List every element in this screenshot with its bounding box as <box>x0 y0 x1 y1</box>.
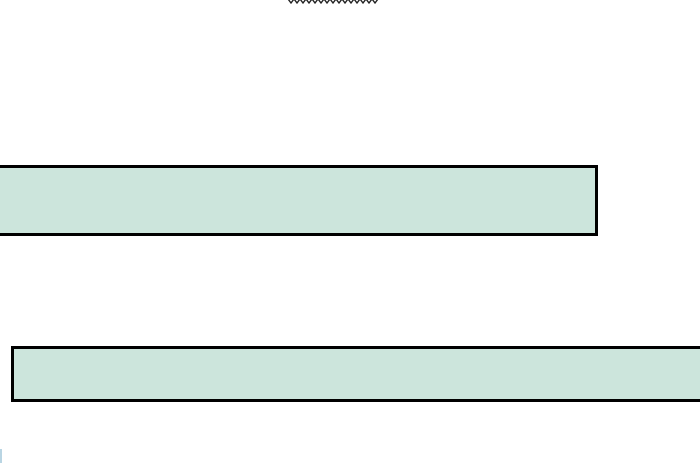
partial-heading-fragment <box>288 0 380 5</box>
corner-mark <box>0 449 2 463</box>
lower-bar <box>11 346 700 402</box>
upper-bar <box>0 165 598 236</box>
